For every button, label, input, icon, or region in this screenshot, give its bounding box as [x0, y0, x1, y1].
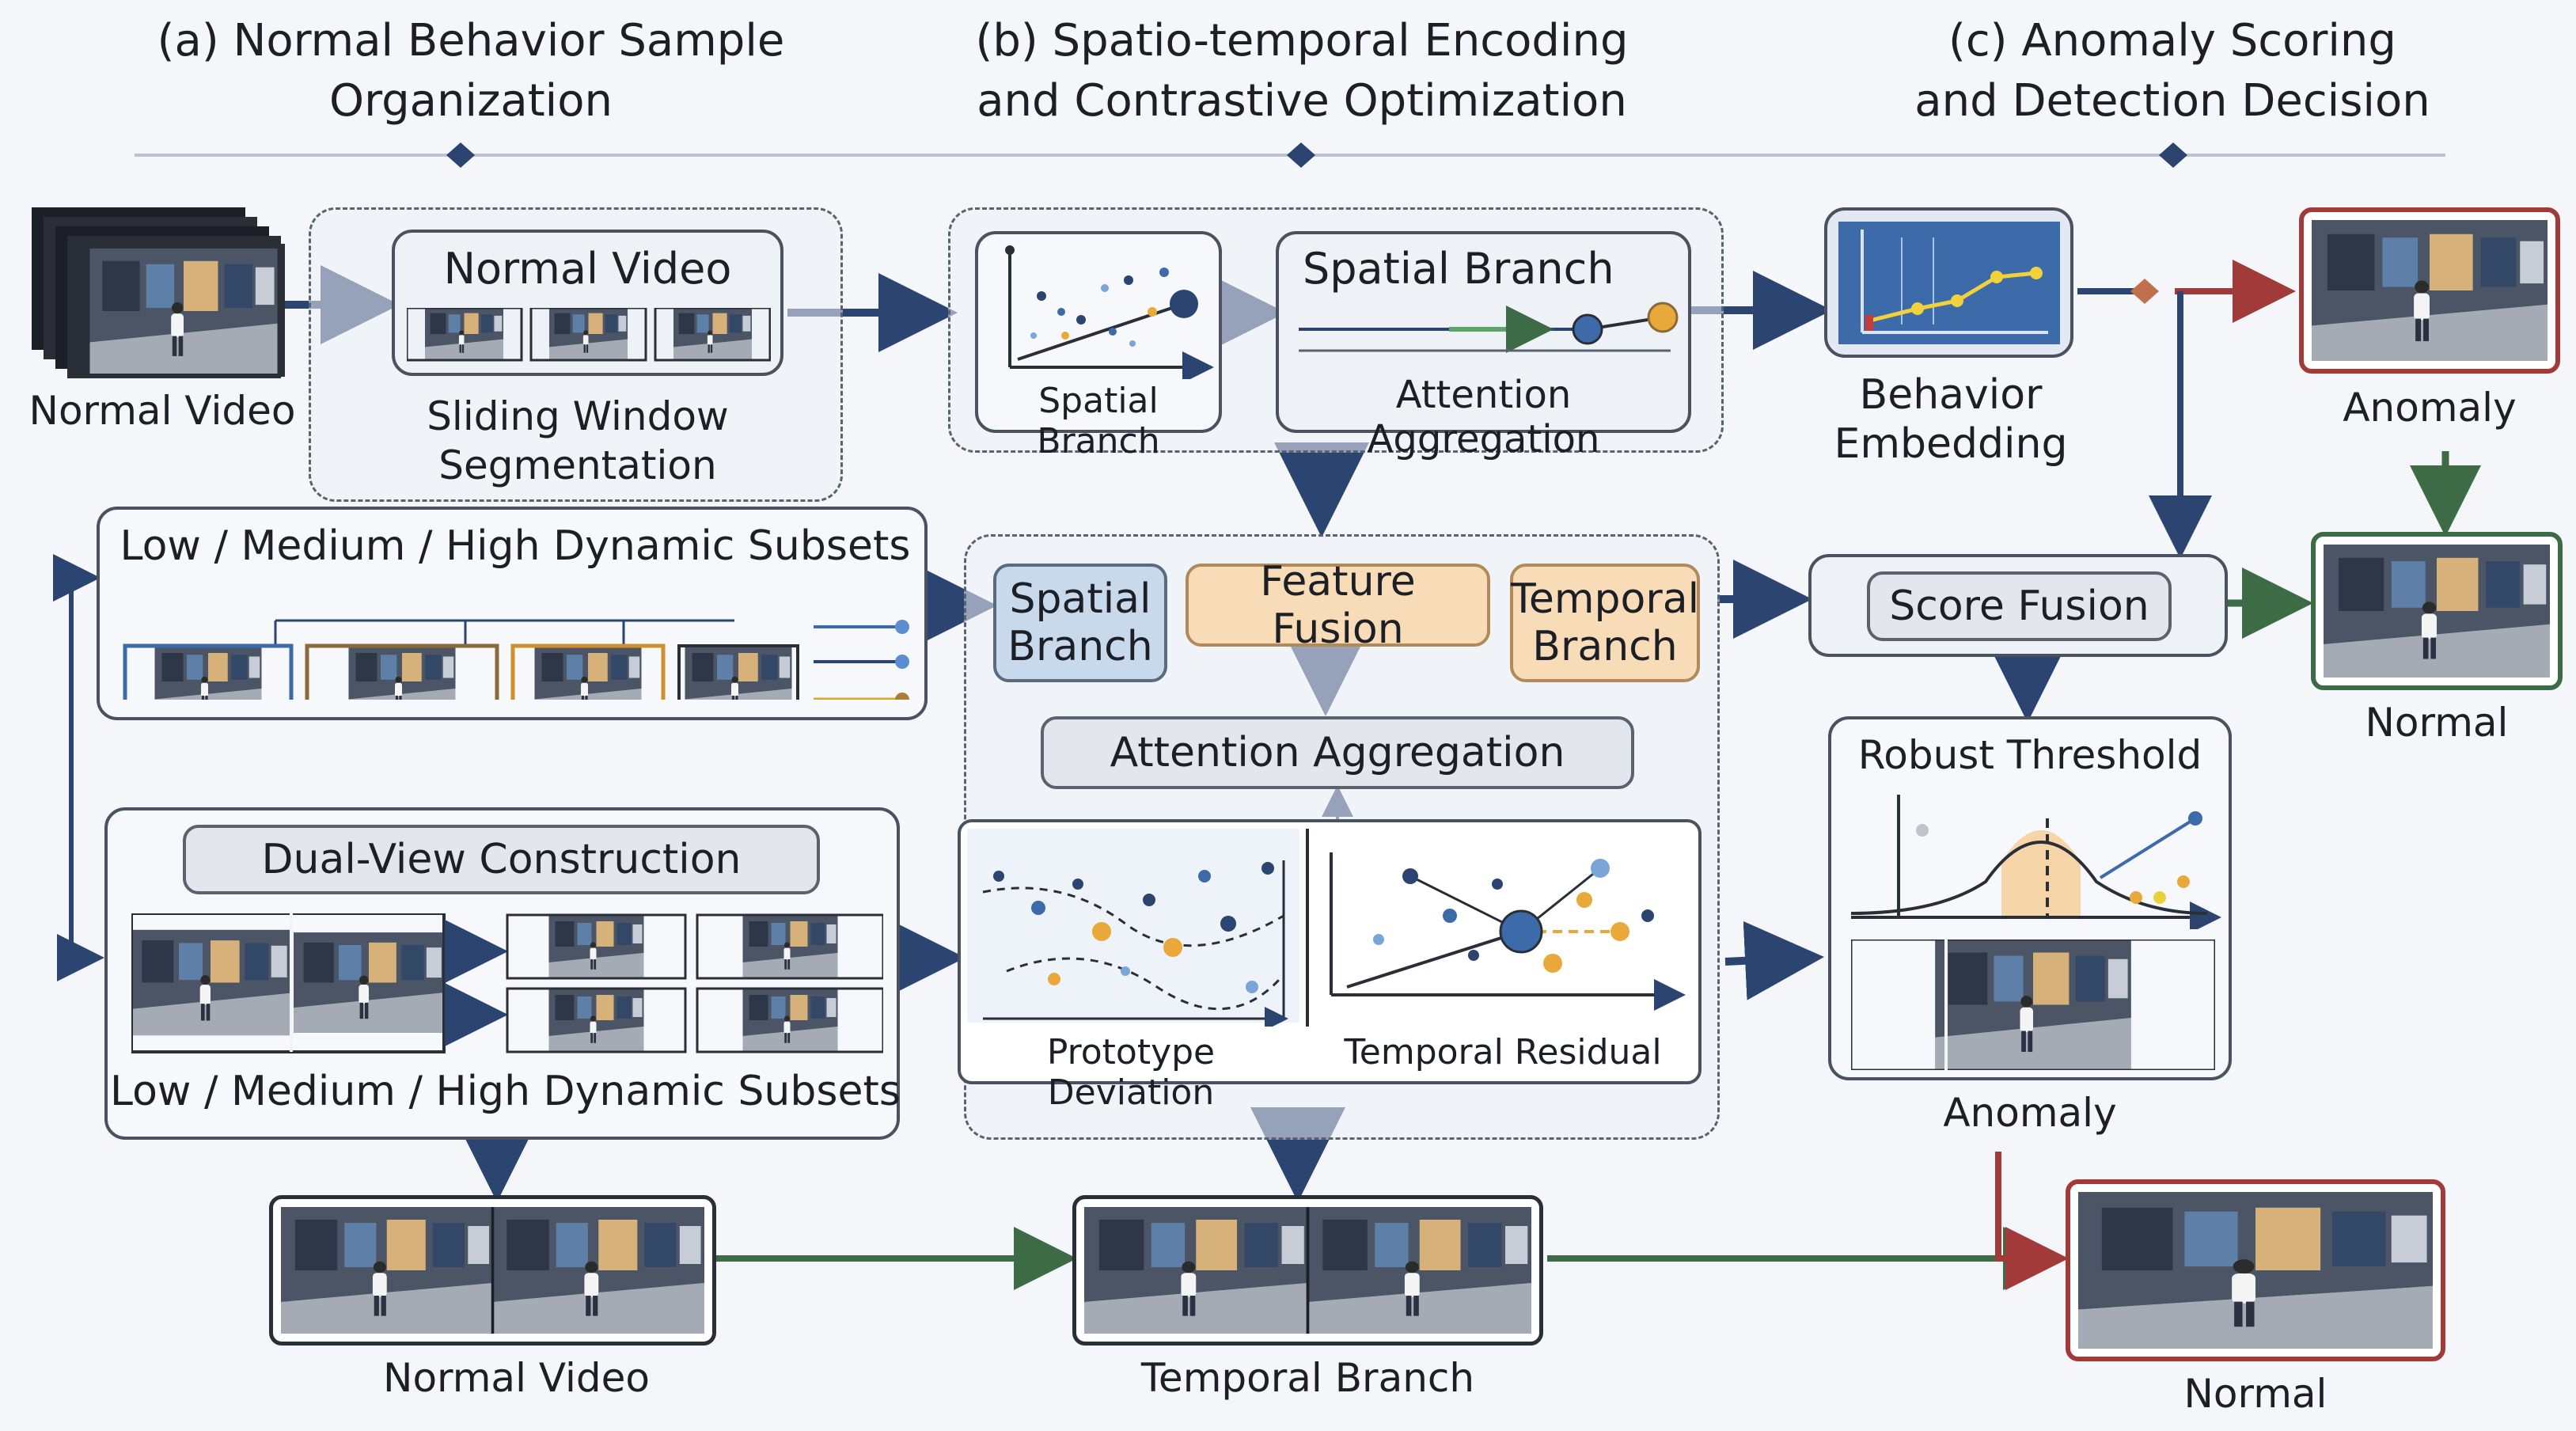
normal-video-title: Normal Video [443, 244, 732, 294]
spatial-branch-signal [1299, 302, 1679, 353]
behavior-embedding-label: Behavior Embedding [1834, 371, 2068, 468]
temporal-branch-bottom-label: Temporal Branch [1140, 1355, 1475, 1401]
normal-mid-label: Normal [2365, 700, 2509, 746]
normal-bottom-frame [2066, 1179, 2445, 1361]
header-marker-a [446, 142, 475, 168]
normal-video-panel: Normal Video [392, 230, 783, 376]
behavior-embedding-icon [1824, 207, 2073, 358]
spatial-branch-panel: Spatial Branch Attention Aggregation [1276, 231, 1691, 461]
spatial-scatter [1005, 245, 1214, 379]
threshold-plot [1850, 795, 2221, 929]
normal-video-bottom-image [281, 1207, 704, 1334]
robust-threshold-panel: Robust Threshold [1828, 716, 2232, 1080]
feature-fusion-block: Feature Fusion [1186, 558, 1490, 653]
input-video-stack [32, 207, 285, 378]
deviation-residual-panel: Prototype Deviation Temporal Residual [958, 819, 1702, 1113]
header-c: (c) Anomaly Scoring and Detection Decisi… [1914, 15, 2430, 127]
dual-view-thumbs [131, 913, 883, 1053]
header-b: (b) Spatio-temporal Encoding and Contras… [975, 15, 1629, 127]
normal-bottom-label: Normal [2183, 1371, 2328, 1417]
spatial-branch-title: Spatial Branch [1303, 244, 1614, 294]
header-a: (a) Normal Behavior Sample Organization [157, 15, 785, 127]
spatial-branch-plot: Spatial Branch [975, 231, 1222, 461]
spatial-branch-plot-label: Spatial Branch [1037, 381, 1160, 461]
normal-video-bottom-frame [269, 1195, 716, 1346]
normal-mid-frame [2311, 532, 2563, 690]
embedding-plot [1838, 222, 2060, 344]
sliding-window-thumbs [407, 308, 771, 362]
dual-view-panel: Dual-View Construction Low / Medium / Hi… [104, 807, 901, 1140]
arrow-b-to-threshold [1724, 920, 1824, 1000]
arrow-anomaly-to-normal-bottom [1995, 1152, 2069, 1290]
dynamic-subsets-thumbs [123, 619, 909, 700]
threshold-image [1851, 939, 2215, 1070]
temporal-branch-block: Temporal Branch [1510, 564, 1700, 682]
input-video-label: Normal Video [28, 388, 296, 434]
anomaly-top-frame [2299, 207, 2560, 374]
dynamic-subsets-panel: Low / Medium / High Dynamic Subsets [97, 507, 928, 720]
spatial-branch-block: Spatial Branch [993, 564, 1167, 682]
left-loop-connector [57, 575, 104, 981]
temporal-residual-label: Temporal Residual [1344, 1032, 1662, 1072]
sliding-window-label: Sliding Window Segmentation [427, 393, 729, 488]
robust-threshold-title: Robust Threshold [1857, 732, 2202, 778]
normal-mid-image [2324, 545, 2550, 678]
normal-bottom-image [2078, 1192, 2433, 1349]
header-marker-b [1287, 142, 1315, 168]
header-marker-c [2159, 142, 2187, 168]
temporal-branch-bottom-frame [1072, 1195, 1543, 1346]
dual-view-caption: Low / Medium / High Dynamic Subsets [110, 1068, 901, 1115]
normal-video-bottom-label: Normal Video [383, 1355, 650, 1401]
deviation-residual-plots [967, 829, 1686, 1027]
prototype-deviation-label: Prototype Deviation [1046, 1032, 1216, 1113]
score-fusion-label: Score Fusion [1867, 571, 2172, 641]
dynamic-subsets-title: Low / Medium / High Dynamic Subsets [120, 522, 911, 570]
attention-aggregation-block: Attention Aggregation [1041, 716, 1634, 789]
anomaly-top-label: Anomaly [2343, 385, 2517, 431]
embedding-split-marker [2130, 279, 2159, 304]
anomaly-bottom-label: Anomaly [1943, 1090, 2117, 1136]
temporal-branch-bottom-image [1084, 1207, 1531, 1334]
dual-view-title: Dual-View Construction [183, 825, 820, 894]
score-fusion-panel: Score Fusion [1808, 554, 2228, 657]
anomaly-top-image [2312, 220, 2548, 361]
attention-aggregation-inner: Attention Aggregation [1367, 373, 1600, 461]
